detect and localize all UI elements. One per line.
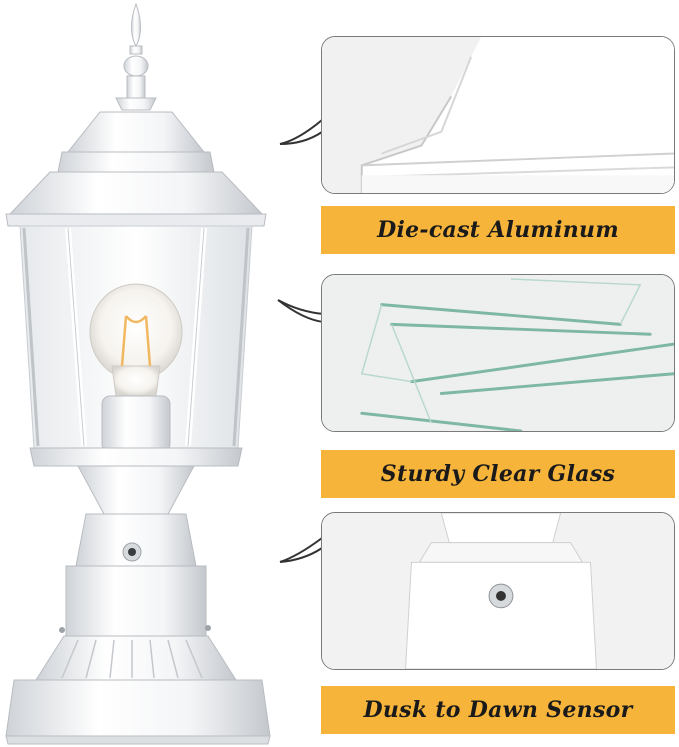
callout-pointer-icon — [277, 299, 325, 323]
aluminum-closeup-panel — [321, 36, 675, 194]
sensor-closeup-panel — [321, 512, 675, 670]
feature-label-text: Dusk to Dawn Sensor — [363, 697, 633, 723]
feature-label-glass: Sturdy Clear Glass — [321, 450, 675, 498]
feature-label-sensor: Dusk to Dawn Sensor — [321, 686, 675, 734]
feature-label-text: Sturdy Clear Glass — [380, 461, 616, 487]
feature-label-text: Die-cast Aluminum — [377, 217, 619, 243]
glass-closeup-panel — [321, 274, 675, 432]
callout-pointer-icon — [279, 537, 323, 563]
callout-pointer-icon — [279, 119, 323, 145]
post-lantern-image — [5, 2, 271, 745]
feature-label-aluminum: Die-cast Aluminum — [321, 206, 675, 254]
